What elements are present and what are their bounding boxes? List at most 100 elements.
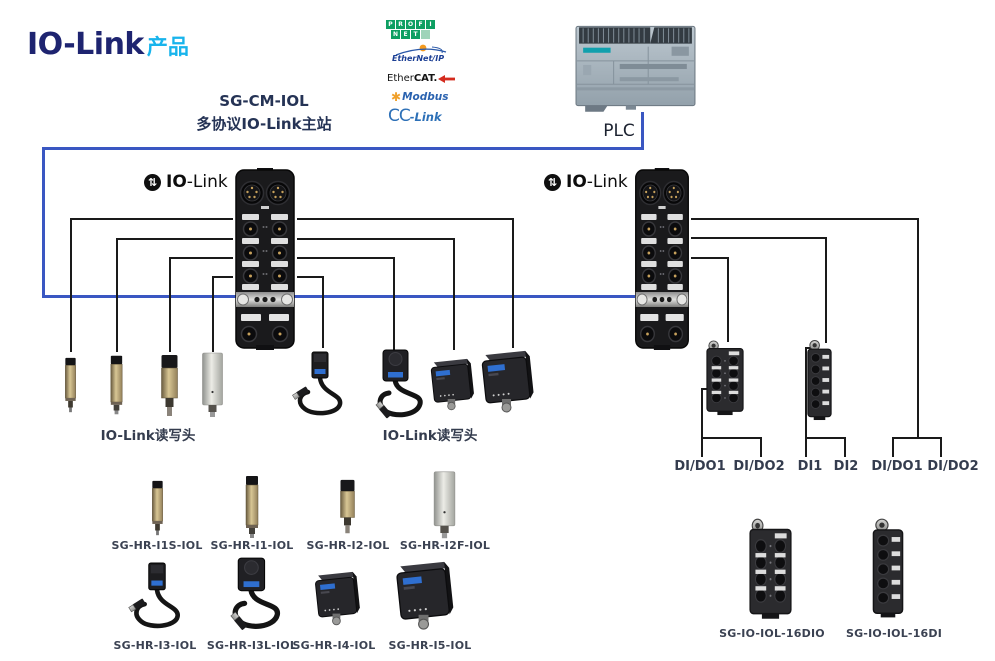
profinet-letter: I [426, 20, 435, 29]
port-label: DI/DO2 [927, 459, 979, 474]
wire [70, 218, 233, 220]
wire [691, 237, 827, 239]
product-label: SG-HR-I1-IOL [210, 539, 294, 552]
sensor-cylinder-capped [157, 354, 182, 418]
modbus-gear-icon: ✱ [391, 90, 402, 104]
iolink-logo-right: ⇅ IO -Link [544, 172, 628, 192]
modbus-logo: ✱ Modbus [391, 90, 448, 104]
iolink-logo-rest: -Link [586, 172, 628, 192]
iolink-logo-left: ⇅ IO -Link [144, 172, 228, 192]
wire [805, 347, 807, 457]
reader-group-label-mid: IO-Link读写头 [382, 428, 478, 444]
profinet-letter: N [391, 30, 400, 39]
wire [169, 257, 233, 259]
wire [760, 437, 762, 457]
cclink-logo: CC -Link [388, 106, 442, 126]
modbus-text: Modbus [402, 91, 449, 103]
plc-label: PLC [603, 121, 635, 141]
wire [892, 437, 894, 457]
product-image [310, 568, 362, 628]
product-image [749, 518, 792, 620]
wire-blue [641, 112, 644, 150]
product-label: SG-HR-I3-IOL [113, 639, 197, 652]
page-title-main: IO-Link [27, 27, 144, 62]
ethernet-ip-text: EtherNet/IP [392, 54, 445, 63]
wire [512, 218, 514, 348]
profinet-logo: P R O F I N E T [386, 20, 435, 40]
port-label: DI1 [797, 459, 823, 474]
wire [322, 276, 324, 348]
wire [297, 218, 514, 220]
wire [844, 437, 846, 457]
product-label: SG-HR-I3L-IOL [206, 639, 298, 652]
cclink-link: -Link [409, 110, 442, 124]
product-label: SG-HR-I2F-IOL [399, 539, 491, 552]
product-image [431, 470, 458, 540]
ethercat-text: Ether [387, 73, 414, 84]
wire [297, 276, 324, 278]
iolink-master-module-1 [233, 168, 297, 350]
product-image [390, 558, 456, 632]
master-station-model: SG-CM-IOL [219, 92, 309, 110]
wire [70, 218, 72, 352]
wire [212, 276, 233, 278]
cable-read-head-large [358, 348, 436, 424]
wire [297, 257, 395, 259]
sensor-cylinder-medium [108, 354, 125, 416]
product-label: SG-HR-I4-IOL [292, 639, 376, 652]
profinet-letter: P [386, 20, 395, 29]
profinet-letter: F [416, 20, 425, 29]
iolink-logo-rest: -Link [186, 172, 228, 192]
wire [453, 238, 455, 350]
wire [805, 347, 813, 349]
ethercat-arrow-icon [438, 74, 456, 83]
wire [727, 257, 729, 342]
wire [169, 257, 171, 352]
wire [805, 437, 846, 439]
profinet-letter: E [401, 30, 410, 39]
product-label: SG-HR-I1S-IOL [111, 539, 203, 552]
profinet-letter: T [411, 30, 420, 39]
master-station-name: 多协议IO-Link主站 [196, 115, 332, 133]
port-label: DI/DO1 [674, 459, 726, 474]
wire [297, 238, 455, 240]
plc-device [575, 20, 697, 114]
box-read-head-large [476, 346, 536, 416]
product-image [337, 474, 358, 540]
iolink-logo-bold: IO [566, 172, 587, 192]
product-label: SG-HR-I2-IOL [306, 539, 390, 552]
port-label: DI2 [833, 459, 859, 474]
product-image [243, 474, 261, 540]
wire [116, 238, 233, 240]
wire [825, 237, 827, 343]
wire [940, 437, 942, 457]
wire-blue [42, 295, 662, 298]
profinet-letter: R [396, 20, 405, 29]
iolink-logo-bold: IO [166, 172, 187, 192]
wire [116, 238, 118, 352]
page-title: IO-Link 产品 [27, 27, 189, 62]
wire [691, 218, 919, 220]
wire-blue [42, 147, 45, 298]
wire-blue [42, 147, 644, 150]
box-read-head-small [426, 356, 476, 412]
io-hub-dio-module [706, 338, 744, 418]
product-image [150, 478, 165, 538]
wire [393, 257, 395, 350]
iolink-master-module-2 [633, 168, 691, 350]
wire [212, 276, 214, 352]
iolink-symbol-icon: ⇅ [544, 173, 561, 191]
wire [691, 257, 729, 259]
wire [701, 388, 711, 390]
ethernet-ip-logo: EtherNet/IP [392, 44, 448, 63]
profinet-tile-blank [421, 30, 430, 39]
wire [701, 437, 762, 439]
port-label: DI/DO2 [733, 459, 785, 474]
iolink-symbol-icon: ⇅ [144, 173, 161, 191]
product-image [120, 560, 194, 636]
io-hub-di-module [806, 338, 833, 422]
sensor-cylinder-silver [199, 352, 226, 418]
profinet-letter: O [406, 20, 415, 29]
